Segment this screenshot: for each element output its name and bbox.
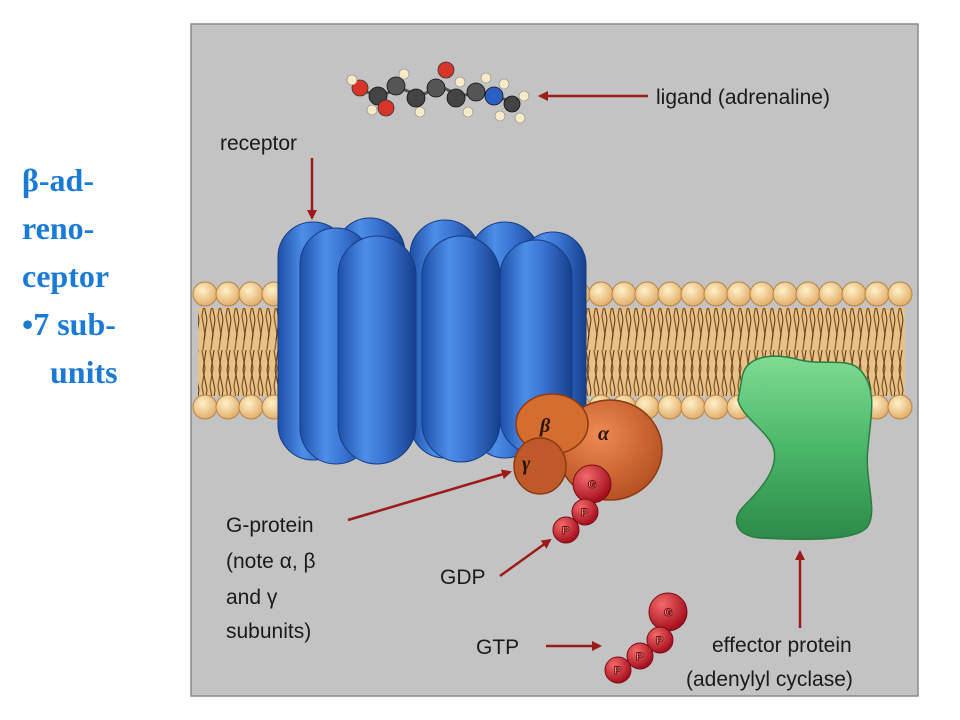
beta-symbol: β: [539, 415, 551, 437]
svg-text:P: P: [581, 507, 588, 519]
gamma-subunit: [513, 437, 567, 495]
side-title-line-4: •7 sub-: [22, 306, 116, 342]
g-protein-note-label: (note α, β: [226, 550, 316, 573]
ligand-label: ligand (adrenaline): [656, 86, 830, 109]
effector-sub-label: (adenylyl cyclase): [686, 668, 853, 691]
effector-label: effector protein: [712, 634, 852, 657]
side-title-line-5: units: [50, 354, 118, 390]
side-title-line-1: β-ad-: [22, 162, 94, 198]
side-title-line-2: reno-: [22, 210, 95, 246]
svg-text:G: G: [588, 479, 597, 491]
svg-text:G: G: [664, 607, 673, 619]
svg-text:P: P: [656, 635, 663, 647]
side-title-line-3: ceptor: [22, 258, 110, 294]
g-protein-subunits-label: subunits): [226, 620, 311, 643]
gtp-label: GTP: [476, 636, 519, 659]
svg-text:P: P: [562, 525, 569, 537]
gtp-molecule: G P P P: [604, 592, 688, 684]
g-protein-and-label: and γ: [226, 586, 278, 609]
receptor-label: receptor: [220, 132, 297, 155]
g-protein-label: G-protein: [226, 514, 314, 537]
effector-protein-shape: [735, 355, 873, 541]
gdp-label: GDP: [440, 566, 486, 589]
gamma-symbol: γ: [522, 453, 531, 475]
svg-text:P: P: [636, 651, 643, 663]
svg-text:P: P: [614, 665, 621, 677]
gdp-molecule: G P P: [552, 464, 612, 544]
adrenaline-molecule: [346, 61, 530, 124]
alpha-symbol: α: [598, 423, 610, 445]
g-protein-arrow: [347, 469, 512, 522]
slide-side-title: β-ad- reno- ceptor •7 sub- units: [22, 156, 118, 396]
gdp-arrow: [499, 538, 552, 578]
